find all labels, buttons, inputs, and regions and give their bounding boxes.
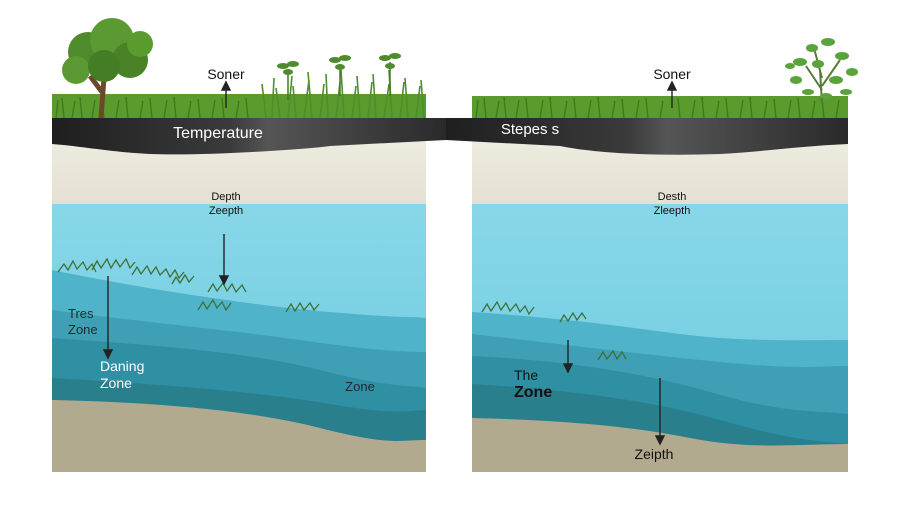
arrows-left bbox=[102, 80, 232, 360]
left-deep-zone: Zone bbox=[345, 379, 375, 394]
aquatic-weeds bbox=[481, 300, 627, 361]
right-depth-label-1: Desth bbox=[658, 191, 687, 203]
right-band-label: Stepes s bbox=[501, 121, 559, 138]
left-upper-zone-1: Tres bbox=[68, 306, 94, 321]
plant-sprouts bbox=[277, 53, 401, 100]
right-depth-label-2: Zleepth bbox=[654, 205, 691, 217]
grass-blades bbox=[475, 96, 840, 119]
left-depth-label-1: Depth bbox=[211, 191, 240, 203]
panel-right bbox=[446, 38, 858, 472]
grass-strip bbox=[52, 94, 426, 118]
aquatic-weeds bbox=[57, 257, 320, 313]
right-bottom-label: Zeipth bbox=[635, 446, 674, 462]
left-depth-label-2: Zeepth bbox=[209, 205, 243, 217]
temperature-band bbox=[52, 118, 446, 155]
labels: Soner Temperature Depth Zeepth Tres Zone… bbox=[68, 66, 691, 462]
left-mid-zone-1: Daning bbox=[100, 358, 144, 374]
panel-left bbox=[52, 18, 446, 472]
left-top-label: Soner bbox=[207, 66, 245, 82]
right-mid-zone-2: Zone bbox=[514, 384, 552, 401]
right-mid-zone-1: The bbox=[514, 367, 538, 383]
right-top-label: Soner bbox=[653, 66, 691, 82]
left-mid-zone-2: Zone bbox=[100, 375, 132, 391]
tree-left bbox=[62, 18, 153, 119]
left-upper-zone-2: Zone bbox=[68, 322, 98, 337]
grass-blades bbox=[55, 96, 249, 119]
left-band-label: Temperature bbox=[173, 125, 263, 142]
steps-band bbox=[446, 118, 848, 155]
arrows-right bbox=[562, 80, 678, 446]
grass-strip bbox=[472, 96, 848, 118]
sediment bbox=[52, 400, 426, 472]
bush-right bbox=[785, 38, 858, 105]
